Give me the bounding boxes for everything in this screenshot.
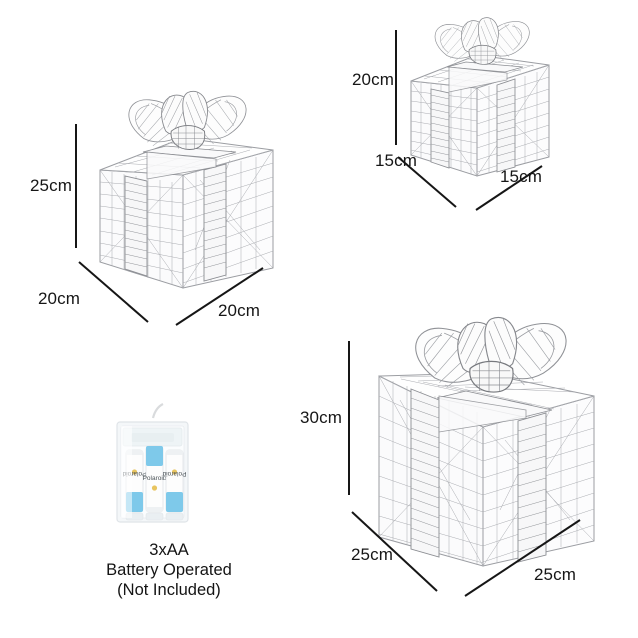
gift-box-medium-illustration [410, 17, 550, 177]
large-box-width-label: 25cm [534, 565, 576, 584]
battery-cell: Polaroid [143, 445, 167, 513]
small-box-depth-label: 20cm [38, 289, 80, 308]
svg-text:Polaroid: Polaroid [143, 475, 167, 482]
battery-count-label: 3xAA [149, 541, 189, 559]
large-box-height-label: 30cm [300, 408, 342, 427]
small-box-height-label: 25cm [30, 176, 72, 195]
medium-box-width-label: 15cm [500, 167, 542, 186]
medium-box-height-label: 20cm [352, 70, 394, 89]
gift-box-small-illustration [99, 90, 274, 289]
svg-text:Polaroid: Polaroid [122, 470, 146, 477]
battery-cell: Polaroid [162, 449, 186, 513]
battery-pack-illustration: Polaroid Polaroid Polaroid [116, 403, 189, 523]
dimension-lines-large-box [348, 341, 581, 597]
battery-operated-label: Battery Operated [106, 561, 232, 579]
dimension-lines-small-box [75, 124, 264, 326]
svg-text:Polaroid: Polaroid [162, 470, 186, 477]
battery-not-included-label: (Not Included) [117, 581, 221, 599]
dimension-lines-medium-box [395, 30, 543, 211]
large-box-depth-label: 25cm [351, 545, 393, 564]
small-box-width-label: 20cm [218, 301, 260, 320]
medium-box-depth-label: 15cm [375, 151, 417, 170]
gift-box-large-illustration [378, 316, 595, 567]
